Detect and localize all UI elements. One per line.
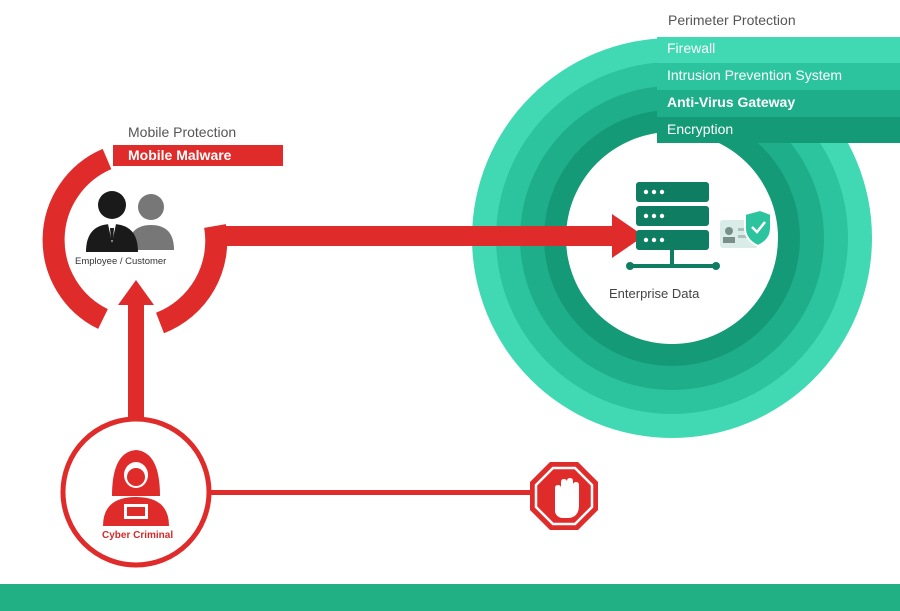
mobile-ring xyxy=(42,148,228,334)
stop-hand-icon xyxy=(530,462,598,530)
layer-antivirus-label: Anti-Virus Gateway xyxy=(667,94,796,110)
hooded-hacker-icon xyxy=(103,450,169,526)
band-firewall xyxy=(657,37,900,63)
enterprise-data-label: Enterprise Data xyxy=(609,286,700,301)
perimeter-title: Perimeter Protection xyxy=(668,12,796,28)
band-encryption xyxy=(657,117,900,143)
layer-firewall-label: Firewall xyxy=(667,40,716,56)
mobile-malware-label: Mobile Malware xyxy=(128,147,232,163)
attack-arrow xyxy=(215,214,644,258)
criminal-to-user-arrow xyxy=(118,280,154,430)
mobile-protection-title: Mobile Protection xyxy=(128,124,237,140)
server-icon xyxy=(626,182,720,270)
band-antivirus xyxy=(657,90,900,117)
mobile-malware-band xyxy=(113,145,283,166)
person-pair-icon xyxy=(86,191,174,252)
layer-ips-label: Intrusion Prevention System xyxy=(667,67,843,83)
employee-customer-label: Employee / Customer xyxy=(75,256,167,267)
blocked-line xyxy=(210,490,532,495)
id-card-shield-icon xyxy=(720,208,772,248)
cyber-criminal-label: Cyber Criminal xyxy=(102,530,174,541)
layer-encryption-label: Encryption xyxy=(667,121,734,137)
band-ips xyxy=(657,63,900,90)
bottom-bar xyxy=(0,584,900,611)
